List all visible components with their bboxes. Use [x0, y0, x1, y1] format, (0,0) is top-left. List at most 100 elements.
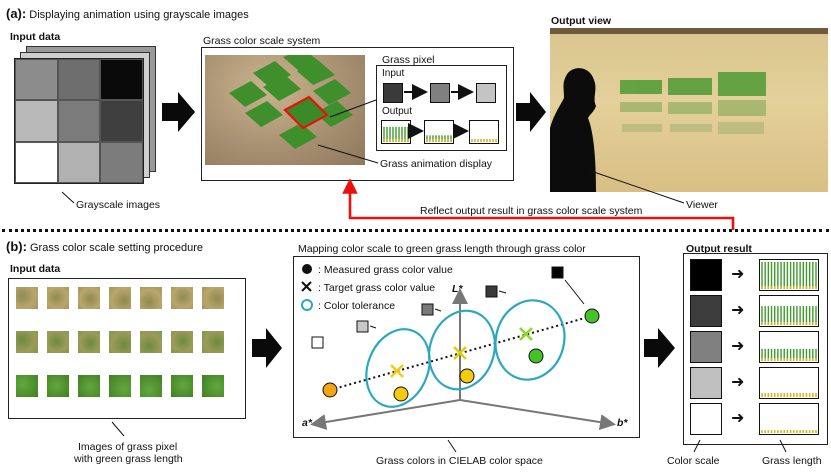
- swatch-white: [311, 336, 324, 349]
- grass-image-grid: [16, 287, 238, 407]
- grayscale-cell: [100, 141, 143, 183]
- arrow-input-to-system: [162, 92, 195, 132]
- grass-blades: [761, 348, 817, 361]
- selected-grass-pixel-highlight: [283, 95, 329, 130]
- leader-animation: [317, 144, 379, 164]
- color-scale-swatch: [690, 331, 722, 363]
- grayscale-grid: [14, 58, 144, 184]
- axis-b-label: b*: [617, 417, 628, 429]
- grass-image-tile: [140, 375, 162, 397]
- color-scale-swatch: [690, 295, 722, 327]
- color-scale-swatch: [690, 259, 722, 291]
- result-arrow: ➜: [731, 336, 745, 355]
- leader-images: [111, 421, 125, 437]
- feedback-arrow: [342, 178, 735, 230]
- leader-grayscale: [61, 191, 75, 204]
- swatch-black: [551, 266, 564, 279]
- grayscale-stack: [14, 46, 160, 186]
- grass-blades: [471, 139, 497, 142]
- measured-dot-3: [459, 368, 475, 384]
- grass-image-tile: [16, 331, 38, 353]
- measured-dot-2: [393, 386, 409, 402]
- grayscale-cell: [57, 100, 101, 142]
- legend-target-cross: [301, 281, 312, 292]
- grass-image-tile: [47, 375, 69, 397]
- tolerance-ellipses: [365, 299, 566, 408]
- measured-dot-4: [528, 348, 544, 364]
- grass-image-tile: [202, 287, 224, 309]
- grass-image-tile: [47, 331, 69, 353]
- grass-image-tile: [109, 287, 131, 309]
- grass-image-tile: [171, 331, 193, 353]
- grayscale-cell: [57, 59, 101, 101]
- grass-length-caption: Grass length: [762, 455, 822, 467]
- color-scale-swatch: [690, 403, 722, 435]
- result-arrow: ➜: [731, 372, 745, 391]
- grass-blades: [761, 306, 817, 325]
- target-cross-3: [519, 327, 533, 341]
- color-scale-caption: Color scale: [667, 455, 720, 467]
- panel-a-heading: (a): Displaying animation using grayscal…: [6, 6, 249, 21]
- grass-patches: [229, 55, 353, 149]
- grass-length-frame: [759, 331, 819, 363]
- grass-length-frame: [759, 295, 819, 327]
- grass-image-tile: [109, 375, 131, 397]
- legend-measured: : Measured grass color value: [318, 264, 453, 276]
- leader-viewer: [587, 169, 685, 204]
- result-arrow: ➜: [731, 264, 745, 283]
- grass-image-tile: [140, 331, 162, 353]
- grayscale-cell: [15, 141, 58, 183]
- grayscale-cell: [15, 100, 58, 142]
- viewer-caption: Viewer: [686, 199, 718, 211]
- legend-measured-dot: [302, 264, 312, 274]
- feedback-caption: Reflect output result in grass color sca…: [420, 205, 643, 217]
- legend-target: : Target grass color value: [318, 282, 436, 294]
- grayscale-cell: [15, 59, 58, 101]
- scale-system-title: Grass color scale system: [203, 35, 321, 47]
- target-cross-1: [390, 364, 404, 378]
- grayscale-cell: [100, 59, 143, 101]
- grass-image-tile: [171, 375, 193, 397]
- target-cross-2: [453, 346, 467, 360]
- panel-b-tag: (b):: [6, 239, 27, 254]
- output-grass-short: [469, 120, 499, 144]
- output-view-scene: [550, 28, 828, 192]
- input-square-mid: [430, 83, 450, 103]
- measured-dot-5: [584, 308, 600, 324]
- grass-image-tile: [78, 375, 100, 397]
- measured-dot-1: [322, 382, 338, 398]
- leader-color-scale: [693, 439, 701, 453]
- grass-image-tile: [202, 375, 224, 397]
- input-square-light: [476, 83, 496, 103]
- swatch-light: [356, 320, 369, 333]
- grass-blades: [761, 262, 817, 289]
- axis-a-label: a*: [302, 417, 312, 429]
- cielab-axes: [310, 288, 616, 431]
- arrow-images-to-mapping: [252, 328, 282, 368]
- panel-b-heading: (b): Grass color scale setting procedure: [6, 239, 203, 254]
- grass-length-frame: [759, 403, 819, 435]
- arrow-mapping-to-result: [644, 328, 675, 368]
- arrow-system-to-view: [516, 92, 546, 132]
- input-data-title: Input data: [10, 31, 61, 43]
- input-data-title-b: Input data: [10, 263, 61, 275]
- grass-image-tile: [78, 331, 100, 353]
- images-caption-line1: Images of grass pixel: [78, 441, 178, 453]
- grass-image-tile: [16, 375, 38, 397]
- panel-a-title: Displaying animation using grayscale ima…: [29, 9, 249, 21]
- leader-grass-length: [779, 439, 787, 453]
- grass-blades: [761, 430, 817, 433]
- grass-pixel-title: Grass pixel: [382, 54, 435, 66]
- legend-tolerance: : Color tolerance: [318, 300, 396, 312]
- grass-length-frame: [759, 259, 819, 291]
- result-arrow: ➜: [731, 300, 745, 319]
- grass-image-tile: [78, 287, 100, 309]
- grass-blades: [761, 392, 817, 397]
- grass-image-tile: [171, 287, 193, 309]
- input-label: Input: [382, 68, 405, 79]
- grass-image-tile: [47, 287, 69, 309]
- swatch-dark: [485, 285, 498, 298]
- output-result-rows: ➜ ➜ ➜ ➜ ➜: [689, 259, 821, 439]
- result-arrow: ➜: [731, 408, 745, 427]
